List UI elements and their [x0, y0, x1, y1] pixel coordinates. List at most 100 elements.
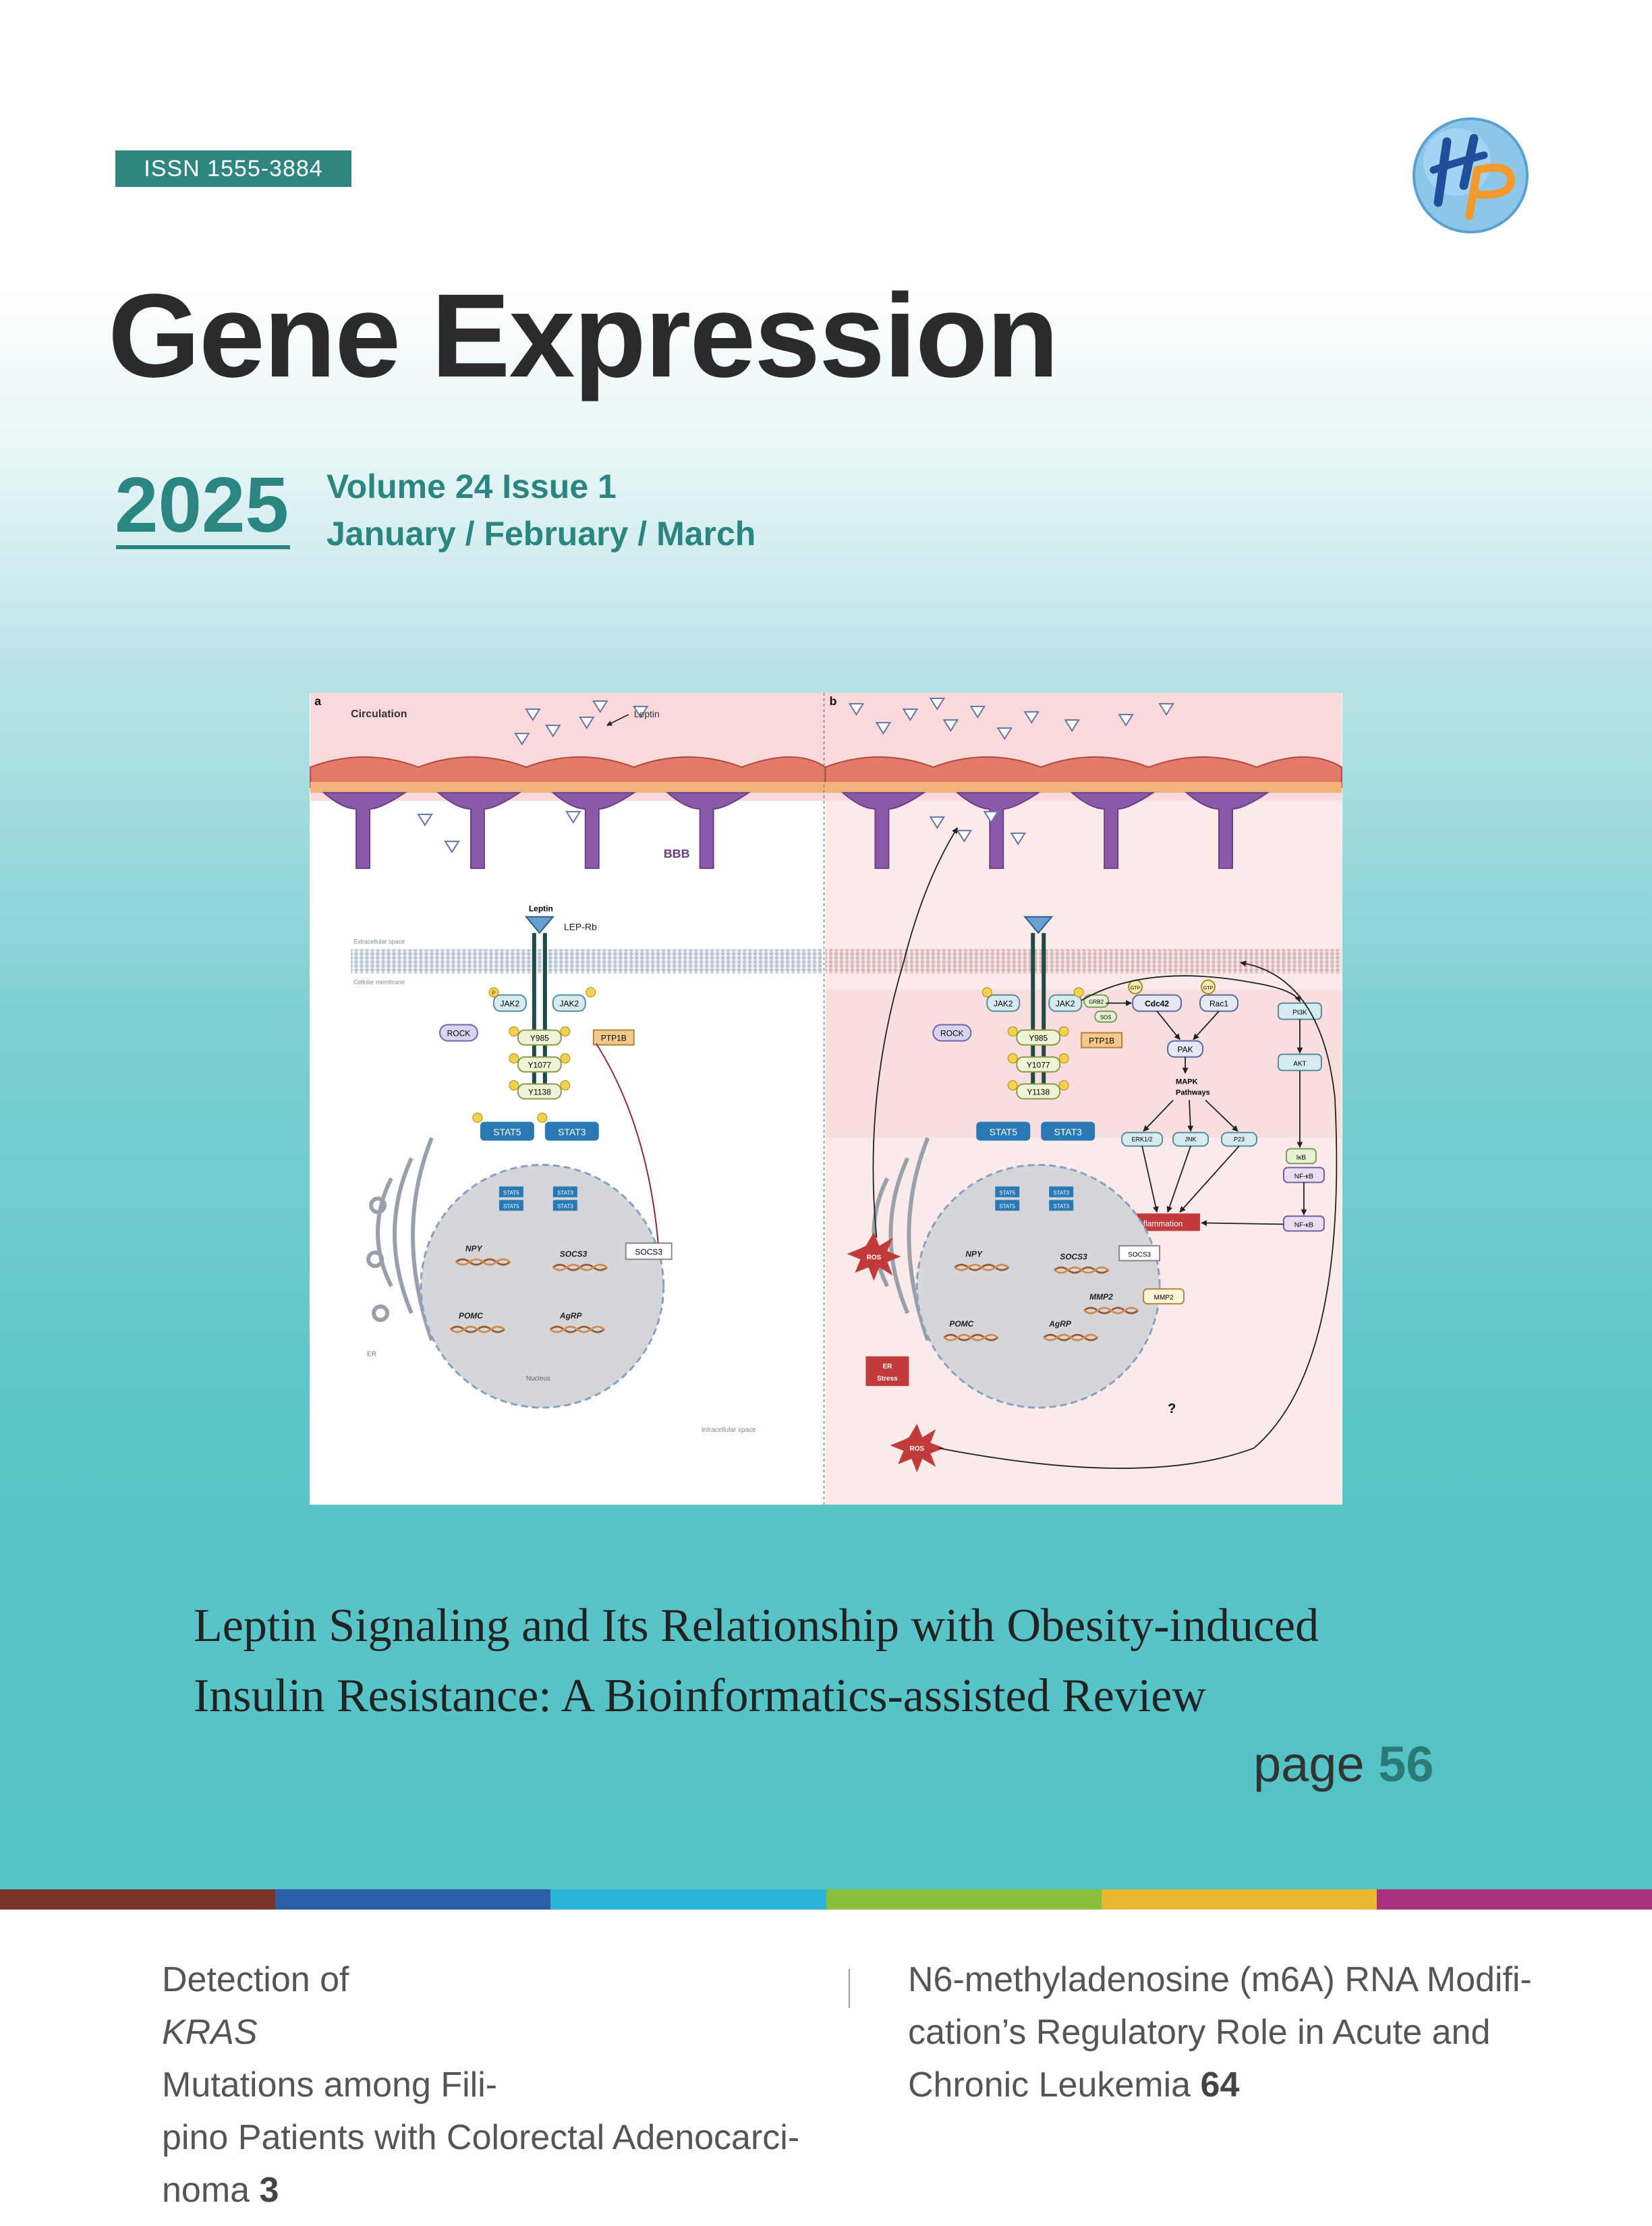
svg-text:STAT5: STAT5	[990, 1126, 1018, 1137]
svg-text:STAT3: STAT3	[1054, 1126, 1082, 1137]
svg-text:STAT5: STAT5	[503, 1190, 519, 1196]
stat-b: STAT5 STAT3	[976, 1121, 1095, 1141]
svg-text:MMP2: MMP2	[1154, 1294, 1174, 1302]
svg-text:IκB: IκB	[1297, 1154, 1307, 1161]
nuclear-stats-a: STAT5 STAT5 STAT3 STAT3	[499, 1186, 577, 1211]
toc-left-line-3: noma 3	[162, 2171, 279, 2210]
er-a	[366, 1137, 434, 1341]
receptor-label: LEP-Rb	[564, 922, 597, 933]
toc-divider	[849, 1969, 850, 2008]
toc-left-line-2: pino Patients with Colorectal Adenocarci…	[162, 2118, 800, 2157]
issn-badge: ISSN 1555-3884	[115, 150, 351, 187]
svg-text:P: P	[492, 991, 495, 997]
svg-text:SOCS3: SOCS3	[1060, 1252, 1087, 1261]
svg-text:AgRP: AgRP	[1048, 1319, 1072, 1329]
svg-text:STAT3: STAT3	[557, 1203, 573, 1209]
svg-text:MAPK: MAPK	[1176, 1078, 1197, 1086]
svg-text:ROS: ROS	[910, 1445, 925, 1453]
svg-text:JNK: JNK	[1185, 1136, 1197, 1142]
svg-text:SOCS3: SOCS3	[560, 1249, 588, 1258]
endothelial-layer	[310, 756, 1342, 793]
svg-text:Stress: Stress	[877, 1375, 898, 1383]
svg-text:Intracellular space: Intracellular space	[702, 1426, 756, 1434]
phospho-dots-b	[981, 987, 1084, 1091]
gtpase-nodes: GTP Cdc42 GTP Rac1 PAK	[1128, 979, 1238, 1058]
feature-article-title[interactable]: Leptin Signaling and Its Relationship wi…	[194, 1591, 1489, 1731]
svg-text:JAK2: JAK2	[994, 999, 1013, 1009]
svg-text:JAK2: JAK2	[559, 999, 579, 1009]
svg-text:SOCS3: SOCS3	[635, 1247, 662, 1256]
svg-text:STAT5: STAT5	[999, 1203, 1015, 1209]
panel-b-letter: b	[829, 694, 836, 708]
pathway-arrows	[1081, 975, 1307, 1226]
jak-b: JAK2 JAK2 ROCK PTP1B GRB2 SOS	[932, 994, 1123, 1049]
svg-text:MMP2: MMP2	[1089, 1292, 1113, 1302]
page-number: 56	[1378, 1736, 1434, 1792]
genes-b: NPY SOCS3 MMP2 POMC AgRP	[942, 1249, 1139, 1341]
svg-text:Y1077: Y1077	[528, 1061, 552, 1070]
svg-text:GTP: GTP	[1203, 986, 1214, 991]
svg-text:SOCS3: SOCS3	[1128, 1251, 1151, 1258]
svg-text:STAT5: STAT5	[503, 1203, 519, 1209]
toc-left-line-1: Detection of KRAS Mutations among Fili-	[162, 1960, 498, 2105]
phospho-sites-a: Y985 Y1077 Y1138	[517, 1029, 562, 1100]
svg-text:Rac1: Rac1	[1209, 999, 1228, 1009]
toc-right-line-2: cation’s Regulatory Role in Acute and	[908, 2013, 1491, 2052]
color-segment	[826, 1889, 1102, 1910]
svg-text:NPY: NPY	[465, 1244, 483, 1253]
svg-text:PAK: PAK	[1178, 1045, 1193, 1055]
svg-text:AKT: AKT	[1293, 1061, 1306, 1068]
socs3-inhibition-a	[595, 1043, 659, 1244]
toc-entry-right[interactable]: N6-methyladenosine (m6A) RNA Modifi- cat…	[908, 1953, 1616, 2111]
socs3-protein-a	[625, 1242, 673, 1260]
volume-issue: Volume 24 Issue 1	[326, 468, 617, 505]
svg-text:JAK2: JAK2	[1056, 999, 1075, 1009]
toc-entry-left[interactable]: Detection of KRAS Mutations among Fili- …	[162, 1953, 836, 2217]
astrocyte-feet	[322, 791, 1270, 869]
svg-text:Nucleus: Nucleus	[526, 1375, 550, 1383]
color-segment	[1101, 1889, 1377, 1910]
svg-text:?: ?	[1168, 1401, 1176, 1416]
journal-title: Gene Expression	[108, 270, 1059, 402]
bbb-label: BBB	[664, 847, 690, 860]
svg-text:STAT3: STAT3	[1053, 1190, 1069, 1196]
issue-months: January / February / March	[326, 515, 756, 553]
issue-year: 2025	[115, 461, 289, 549]
ros-bursts: ROS ROS ER Stress	[847, 1232, 944, 1473]
genes-a: NPY SOCS3 POMC AgRP	[449, 1244, 608, 1333]
svg-text:Pathways: Pathways	[1176, 1089, 1210, 1097]
svg-text:GRB2: GRB2	[1089, 999, 1104, 1005]
panel-a-letter: a	[314, 694, 322, 708]
svg-text:Cdc42: Cdc42	[1145, 999, 1169, 1009]
svg-text:NF-κB: NF-κB	[1294, 1173, 1314, 1180]
feature-page-reference: page 56	[1253, 1735, 1434, 1793]
svg-text:PI3K: PI3K	[1292, 1009, 1307, 1017]
svg-text:STAT3: STAT3	[1053, 1203, 1069, 1209]
feedback-arrows	[872, 827, 1338, 1469]
page-label: page	[1253, 1736, 1379, 1792]
phospho-dots-a	[472, 987, 596, 1123]
svg-text:SOS: SOS	[1100, 1015, 1112, 1021]
feature-title-line-1: Leptin Signaling and Its Relationship wi…	[194, 1600, 1319, 1652]
membrane-label: Cellular membrane	[353, 979, 405, 986]
receptor-ligand-label: Leptin	[529, 904, 553, 914]
svg-text:ER: ER	[367, 1351, 376, 1358]
svg-text:STAT5: STAT5	[999, 1190, 1015, 1196]
svg-text:Y985: Y985	[530, 1034, 549, 1043]
toc-left-page: 3	[259, 2171, 279, 2210]
svg-text:POMC: POMC	[949, 1319, 973, 1329]
color-segment	[0, 1889, 276, 1910]
proteins-b: SOCS3 MMP2	[1118, 1245, 1185, 1305]
svg-text:P23: P23	[1234, 1136, 1245, 1142]
svg-text:Y1138: Y1138	[1027, 1088, 1050, 1097]
toc-panel	[0, 1910, 1652, 2226]
cover-figure: a Circulation Leptin BBB Extracellular s…	[310, 693, 1342, 1505]
feature-title-line-2: Insulin Resistance: A Bioinformatics-ass…	[194, 1670, 1206, 1722]
svg-text:NF-κB: NF-κB	[1294, 1221, 1314, 1229]
svg-text:JAK2: JAK2	[501, 999, 520, 1009]
stat-a: STAT5 STAT3	[480, 1121, 599, 1141]
nucleus-b	[915, 1163, 1161, 1409]
svg-text:PTP1B: PTP1B	[1089, 1036, 1114, 1046]
color-segment	[1376, 1889, 1652, 1910]
svg-text:STAT3: STAT3	[557, 1190, 573, 1196]
